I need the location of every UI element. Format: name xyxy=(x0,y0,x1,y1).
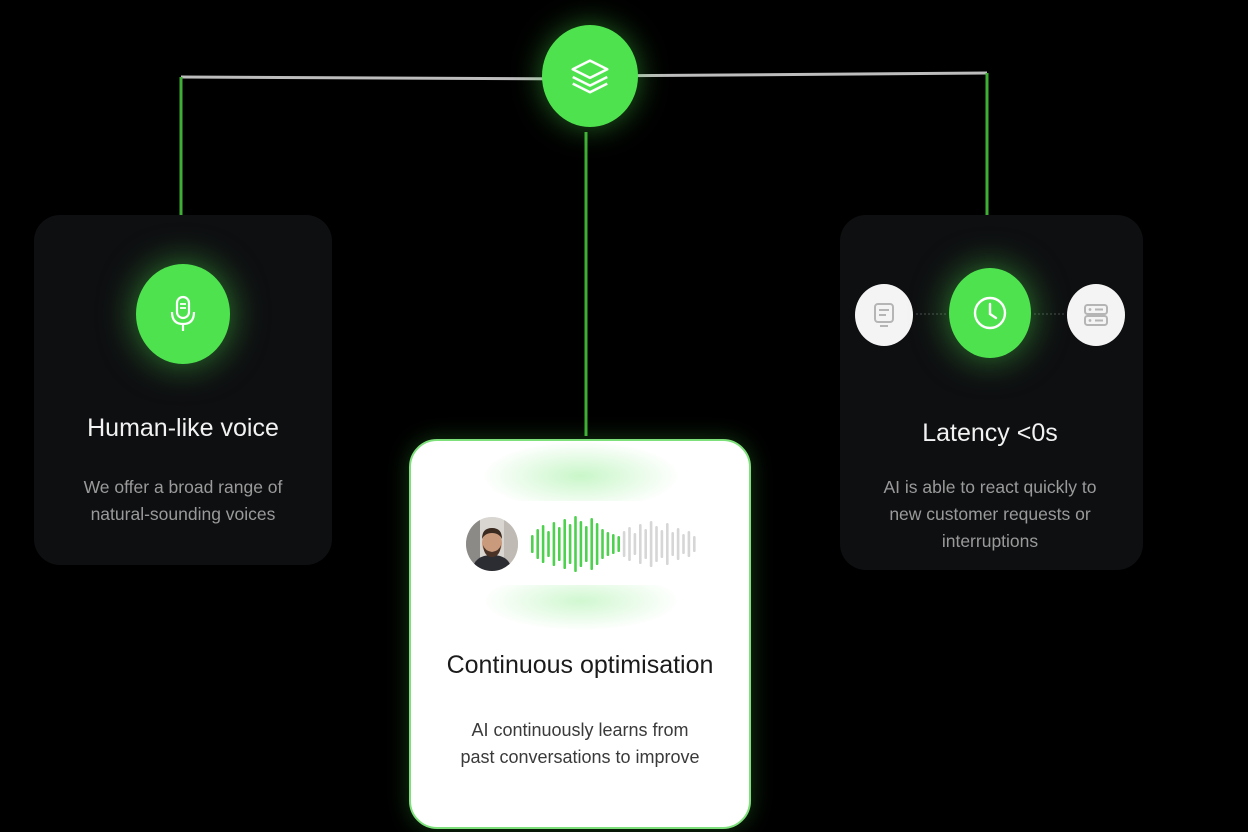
waveform-bar xyxy=(612,534,615,554)
latency-description-line: new customer requests or xyxy=(889,504,1091,524)
waveform-bar xyxy=(676,528,680,560)
waveform-bar xyxy=(585,526,588,562)
waveform-bar xyxy=(655,526,658,562)
latency-description-line: AI is able to react quickly to xyxy=(883,477,1097,497)
dotted-connector xyxy=(1034,313,1064,315)
waveform-bar xyxy=(558,527,561,561)
layers-icon xyxy=(571,59,609,94)
optimisation-description-line: past conversations to improve xyxy=(460,747,700,767)
waveform-bar xyxy=(574,516,577,572)
waveform-bar xyxy=(547,531,550,557)
person-avatar-icon xyxy=(466,517,518,571)
waveform-bar xyxy=(563,519,566,569)
voice-description-line: We offer a broad range of xyxy=(83,477,283,497)
waveform-bar xyxy=(660,530,664,558)
waveform-bar xyxy=(682,534,685,554)
waveform-bar xyxy=(579,521,583,567)
waveform-bar xyxy=(671,532,674,556)
hub-node xyxy=(542,25,638,127)
waveform-bar xyxy=(666,523,669,565)
optimisation-title: Continuous optimisation xyxy=(446,651,714,679)
waveform-bar xyxy=(633,533,637,555)
waveform-bar xyxy=(595,523,599,565)
latency-description-line: interruptions xyxy=(941,531,1039,551)
voice-description-line: natural-sounding voices xyxy=(90,504,276,524)
waveform-bar xyxy=(568,524,572,564)
optimisation-description-line: AI continuously learns from xyxy=(471,720,689,740)
waveform-bar xyxy=(628,527,631,561)
waveform-bar xyxy=(687,531,691,557)
voice-description: We offer a broad range of natural-soundi… xyxy=(34,474,332,528)
optimisation-description: AI continuously learns from past convers… xyxy=(431,717,729,771)
document-icon-badge xyxy=(855,284,913,346)
line-hub-left xyxy=(180,75,591,81)
waveform xyxy=(531,516,696,572)
waveform-bar xyxy=(552,522,556,566)
microphone-icon xyxy=(170,295,196,331)
waveform-bar xyxy=(644,529,647,559)
voice-icon-badge xyxy=(136,264,230,364)
waveform-bar xyxy=(639,524,642,564)
clock-icon xyxy=(973,296,1007,330)
latency-description: AI is able to react quickly to new custo… xyxy=(848,474,1132,555)
line-hub-right xyxy=(589,71,988,78)
optimisation-card: Continuous optimisation AI continuously … xyxy=(409,439,751,829)
waveform-bar xyxy=(590,518,593,570)
waveform-bar xyxy=(622,531,626,557)
document-icon xyxy=(874,303,894,327)
clock-icon-badge xyxy=(949,268,1031,358)
waveform-bar xyxy=(536,529,539,559)
dotted-connector xyxy=(916,313,946,315)
avatar xyxy=(466,517,518,571)
waveform-bar xyxy=(606,532,610,556)
waveform-bar xyxy=(601,529,604,559)
waveform-bar xyxy=(617,536,620,552)
waveform-bar xyxy=(693,536,696,552)
server-icon-badge xyxy=(1067,284,1125,346)
server-icon xyxy=(1084,304,1108,326)
waveform-bar xyxy=(649,521,653,567)
waveform-bar xyxy=(541,525,545,563)
waveform-bar xyxy=(531,535,534,553)
card-glow xyxy=(481,441,681,511)
voice-title: Human-like voice xyxy=(87,414,279,442)
latency-title: Latency <0s xyxy=(922,419,1058,447)
